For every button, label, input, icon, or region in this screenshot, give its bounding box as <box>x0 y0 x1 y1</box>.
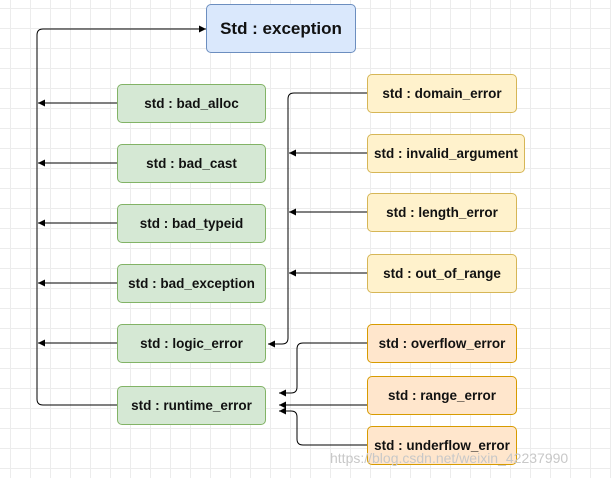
edge-overflow-to-runtime <box>279 342 367 397</box>
node-logic-error[interactable]: std : logic_error <box>117 324 266 363</box>
edge-runtime-to-exception <box>36 25 206 406</box>
node-range-error[interactable]: std : range_error <box>367 376 517 415</box>
node-bad-alloc[interactable]: std : bad_alloc <box>117 84 266 123</box>
edge-underflow-to-runtime <box>279 407 367 446</box>
node-bad-cast[interactable]: std : bad_cast <box>117 144 266 183</box>
node-std-exception[interactable]: Std : exception <box>206 4 356 53</box>
node-underflow-error[interactable]: std : underflow_error <box>367 426 517 465</box>
node-domain-error[interactable]: std : domain_error <box>367 74 517 113</box>
node-length-error[interactable]: std : length_error <box>367 193 517 232</box>
node-runtime-error[interactable]: std : runtime_error <box>117 386 266 425</box>
node-out-of-range[interactable]: std : out_of_range <box>367 254 517 293</box>
watermark-text: https://blog.csdn.net/weixin_42237990 <box>330 450 569 466</box>
edge-domain-to-logic <box>268 92 367 348</box>
node-bad-exception[interactable]: std : bad_exception <box>117 264 266 303</box>
node-bad-typeid[interactable]: std : bad_typeid <box>117 204 266 243</box>
node-invalid-argument[interactable]: std : invalid_argument <box>367 134 525 173</box>
node-overflow-error[interactable]: std : overflow_error <box>367 324 517 363</box>
